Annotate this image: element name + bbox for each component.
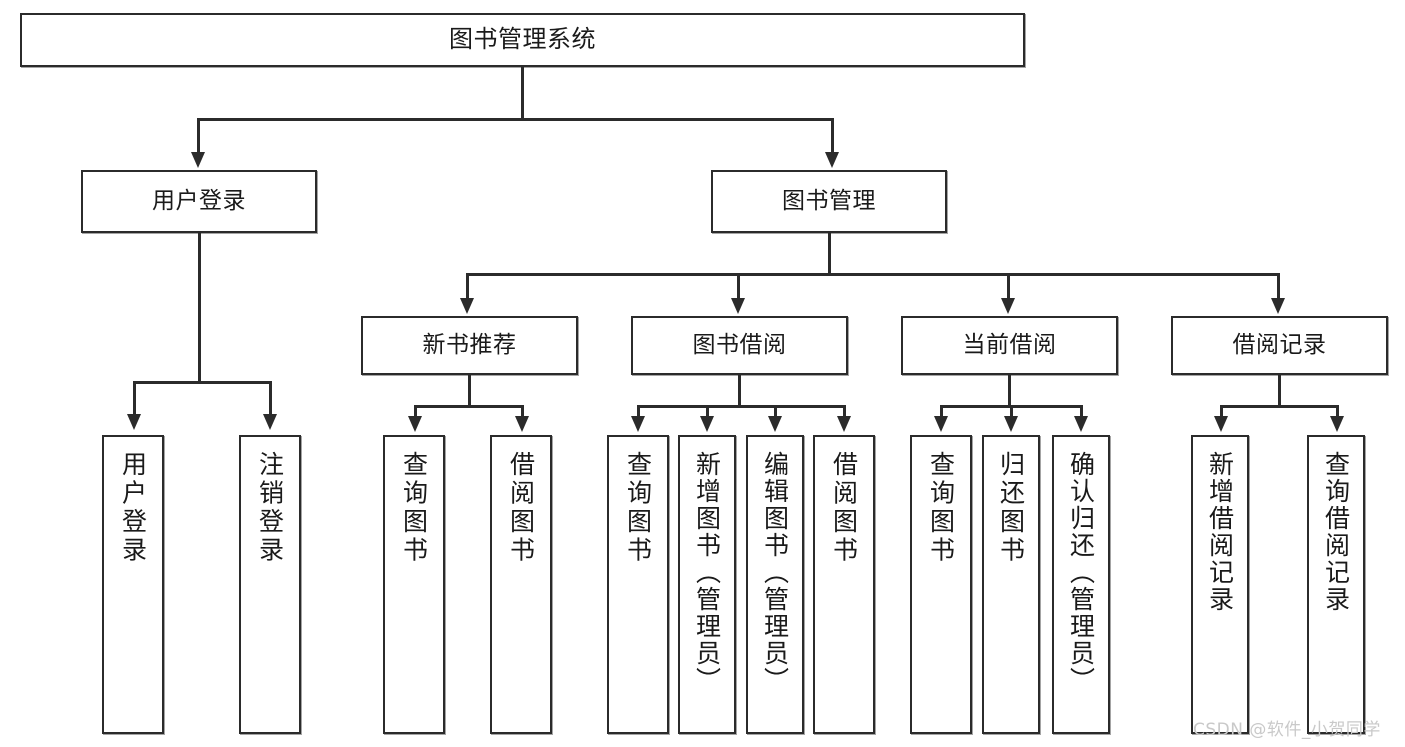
edge-root-to-book-management	[831, 118, 834, 154]
edge-bb-to-leaf-2	[774, 405, 777, 418]
edge-bb-to-leaf-0	[637, 405, 640, 418]
node-label: 编辑图书（管理员）	[760, 451, 790, 694]
edge-user-login-to-leaf-0	[133, 381, 136, 416]
leaf-borrow-record-query-record[interactable]: 查询借阅记录	[1307, 435, 1365, 734]
edge-bm-to-l3-3	[1277, 273, 1280, 301]
arrowhead-bb-to-leaf-2	[768, 416, 782, 432]
node-label: 用户登录	[118, 451, 148, 565]
node-borrow-record[interactable]: 借阅记录	[1171, 316, 1388, 375]
arrowhead-new-book-to-leaf-1	[515, 416, 529, 432]
node-label: 借阅图书	[506, 451, 536, 565]
arrowhead-br-to-leaf-1	[1330, 416, 1344, 432]
node-label: 新增图书（管理员）	[692, 451, 722, 694]
edge-user-login-stem	[198, 233, 201, 383]
leaf-current-borrow-query-book[interactable]: 查询图书	[910, 435, 972, 734]
node-label: 借阅记录	[1232, 332, 1327, 359]
node-label: 新增借阅记录	[1205, 451, 1235, 613]
edge-bm-to-l3-2	[1007, 273, 1010, 301]
node-label: 查询图书	[623, 451, 653, 565]
node-label: 图书借阅	[692, 332, 787, 359]
edge-bb-to-leaf-3	[843, 405, 846, 418]
edge-book-management-stem	[828, 233, 831, 275]
arrowhead-bm-to-l3-3	[1271, 298, 1285, 314]
edge-new-book-bus	[414, 405, 524, 408]
node-label: 图书管理	[782, 188, 876, 215]
edge-bm-to-l3-1	[737, 273, 740, 301]
edge-user-login-to-leaf-1	[269, 381, 272, 416]
edge-cb-to-leaf-1	[1010, 405, 1013, 418]
node-book-borrow[interactable]: 图书借阅	[631, 316, 848, 375]
arrowhead-br-to-leaf-0	[1214, 416, 1228, 432]
node-label: 图书管理系统	[449, 25, 596, 54]
edge-user-login-bus	[133, 381, 271, 384]
arrowhead-bm-to-l3-1	[731, 298, 745, 314]
edge-bm-to-l3-0	[466, 273, 469, 301]
leaf-book-borrow-add-book-admin[interactable]: 新增图书（管理员）	[678, 435, 736, 734]
edge-root-to-user-login	[197, 118, 200, 154]
leaf-new-book-query-book[interactable]: 查询图书	[383, 435, 445, 734]
node-label: 新书推荐	[422, 332, 517, 359]
leaf-book-borrow-borrow-book[interactable]: 借阅图书	[813, 435, 875, 734]
edge-bb-to-leaf-1	[706, 405, 709, 418]
arrowhead-bb-to-leaf-3	[837, 416, 851, 432]
watermark-csdn: CSDN @软件_小贺同学	[1193, 720, 1381, 740]
arrowhead-bb-to-leaf-1	[700, 416, 714, 432]
arrowhead-bm-to-l3-0	[460, 298, 474, 314]
node-label: 借阅图书	[829, 451, 859, 565]
edge-br-to-leaf-0	[1220, 405, 1223, 418]
arrowhead-root-to-user-login	[191, 152, 205, 168]
arrowhead-bm-to-l3-2	[1001, 298, 1015, 314]
arrowhead-cb-to-leaf-2	[1074, 416, 1088, 432]
leaf-book-borrow-query-book[interactable]: 查询图书	[607, 435, 669, 734]
node-book-management[interactable]: 图书管理	[711, 170, 947, 233]
leaf-user-login-logout[interactable]: 注销登录	[239, 435, 301, 734]
edge-new-book-stem	[468, 375, 471, 407]
leaf-borrow-record-add-record[interactable]: 新增借阅记录	[1191, 435, 1249, 734]
node-label: 查询借阅记录	[1321, 451, 1351, 613]
edge-borrow-record-bus	[1220, 405, 1338, 408]
node-label: 注销登录	[255, 451, 285, 565]
node-current-borrow[interactable]: 当前借阅	[901, 316, 1118, 375]
arrowhead-root-to-book-management	[825, 152, 839, 168]
edge-new-book-to-leaf-1	[521, 405, 524, 418]
edge-current-borrow-stem	[1008, 375, 1011, 407]
edge-root-stem	[521, 67, 524, 119]
arrowhead-bb-to-leaf-0	[631, 416, 645, 432]
edge-br-to-leaf-1	[1336, 405, 1339, 418]
leaf-book-borrow-edit-book-admin[interactable]: 编辑图书（管理员）	[746, 435, 804, 734]
arrowhead-user-login-to-leaf-0	[127, 414, 141, 430]
node-label: 查询图书	[926, 451, 956, 565]
edge-book-borrow-stem	[738, 375, 741, 407]
edge-cb-to-leaf-2	[1080, 405, 1083, 418]
node-label: 当前借阅	[962, 332, 1057, 359]
arrowhead-cb-to-leaf-1	[1004, 416, 1018, 432]
edge-cb-to-leaf-0	[940, 405, 943, 418]
node-label: 查询图书	[399, 451, 429, 565]
node-user-login[interactable]: 用户登录	[81, 170, 317, 233]
edge-root-bus	[197, 118, 834, 121]
node-label: 归还图书	[996, 451, 1026, 565]
edge-borrow-record-stem	[1278, 375, 1281, 407]
node-new-book-recommend[interactable]: 新书推荐	[361, 316, 578, 375]
edge-new-book-to-leaf-0	[414, 405, 417, 418]
arrowhead-new-book-to-leaf-0	[408, 416, 422, 432]
leaf-current-borrow-return-book[interactable]: 归还图书	[982, 435, 1040, 734]
arrowhead-user-login-to-leaf-1	[263, 414, 277, 430]
leaf-user-login-login[interactable]: 用户登录	[102, 435, 164, 734]
leaf-new-book-borrow-book[interactable]: 借阅图书	[490, 435, 552, 734]
edge-book-management-bus	[466, 273, 1280, 276]
node-root-book-management-system[interactable]: 图书管理系统	[20, 13, 1025, 67]
node-label: 确认归还（管理员）	[1066, 451, 1096, 694]
edge-book-borrow-bus	[637, 405, 845, 408]
node-label: 用户登录	[152, 188, 246, 215]
arrowhead-cb-to-leaf-0	[934, 416, 948, 432]
leaf-current-borrow-confirm-return-admin[interactable]: 确认归还（管理员）	[1052, 435, 1110, 734]
